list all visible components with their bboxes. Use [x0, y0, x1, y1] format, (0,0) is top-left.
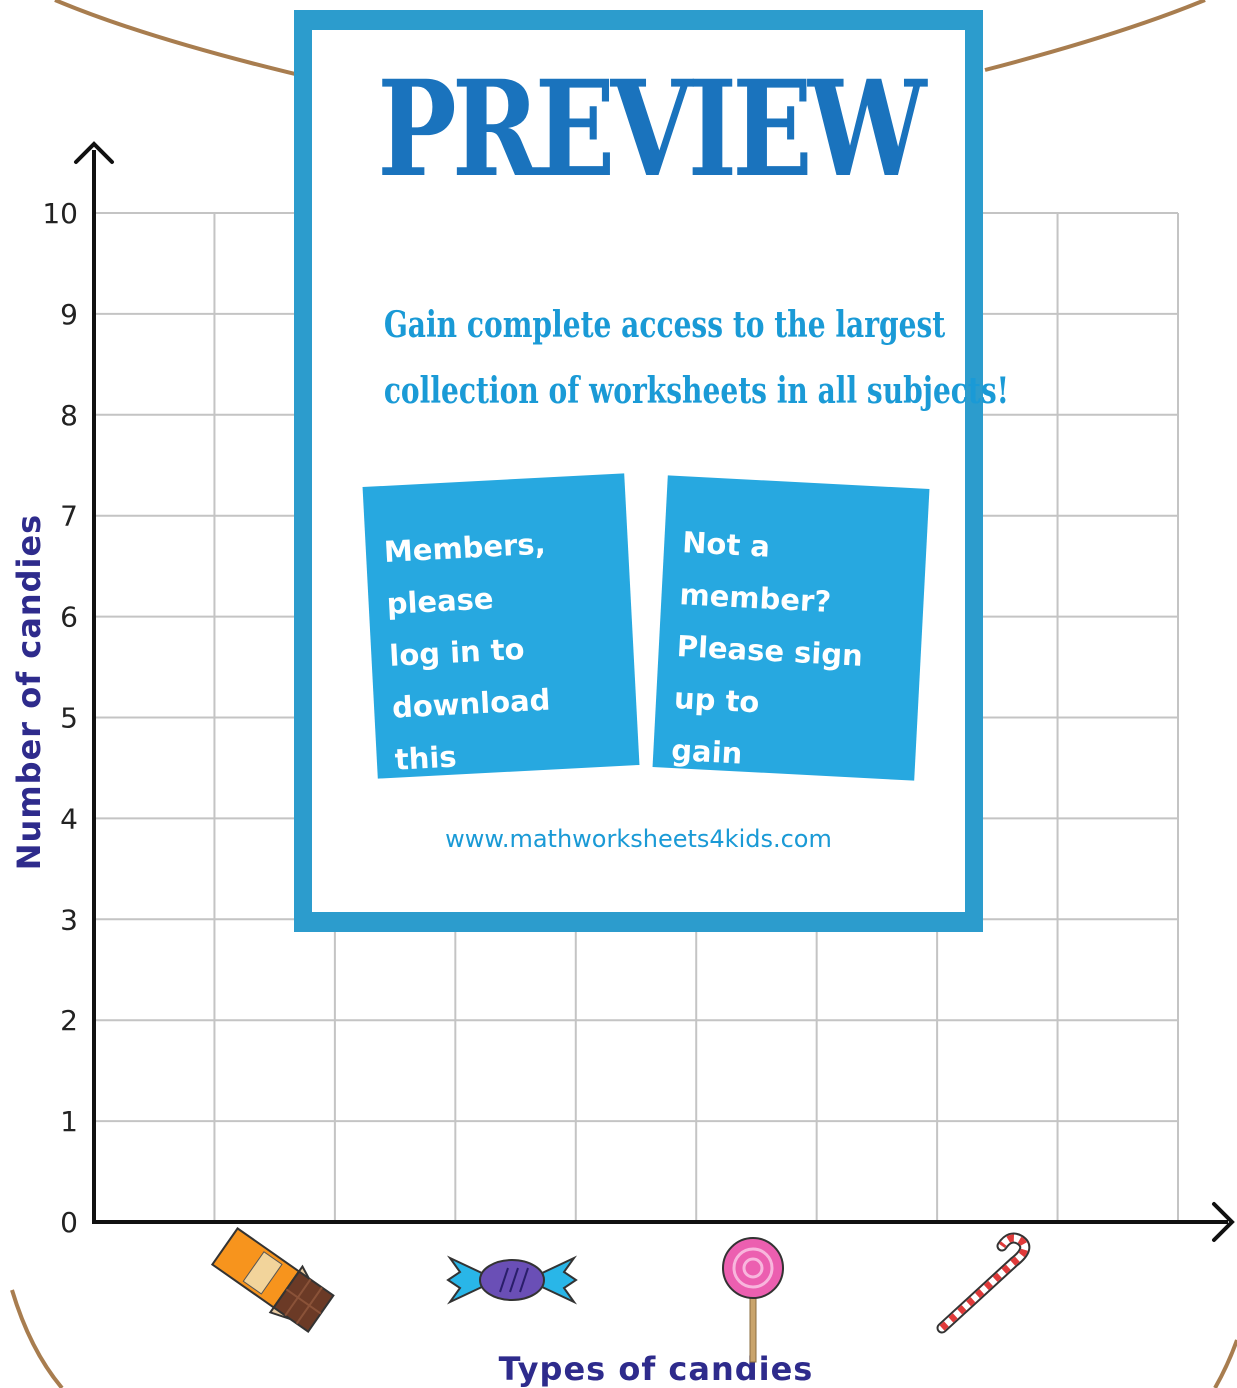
login-card[interactable]: Members, please log in to download this …: [362, 473, 640, 829]
y-tick-label: 6: [60, 601, 78, 634]
preview-message: Gain complete access to the largest coll…: [383, 292, 1010, 424]
preview-panel: PREVIEW Gain complete access to the larg…: [312, 30, 1010, 912]
preview-overlay: PREVIEW Gain complete access to the larg…: [294, 10, 1010, 932]
y-tick-label: 8: [60, 399, 78, 432]
signup-card-line: gain complete: [667, 732, 821, 827]
y-axis-arrow-icon: [74, 141, 114, 164]
signup-card[interactable]: Not a member? Please sign up to gain com…: [652, 475, 930, 877]
x-axis-arrow-icon: [1212, 1202, 1235, 1242]
y-tick-label: 2: [60, 1004, 78, 1037]
y-tick-label: 0: [60, 1206, 78, 1239]
y-tick-label: 10: [42, 197, 78, 230]
y-axis-label: Number of candies: [10, 514, 48, 870]
chocolate-bar-icon: [210, 1227, 335, 1333]
website-link[interactable]: www.mathworksheets4kids.com: [445, 825, 832, 853]
y-tick-label: 3: [60, 903, 78, 936]
lollipop-icon: [722, 1237, 784, 1363]
preview-message-line: Gain complete access to the largest: [383, 304, 946, 346]
decorative-border-bottom-left: [10, 1289, 64, 1388]
y-tick-labels: 0 1 2 3 4 5 6 7 8 9 10: [42, 197, 78, 1239]
signup-card-line: Please sign up to: [673, 629, 864, 720]
decorative-border-top-right: [984, 0, 1206, 72]
y-tick-label: 7: [60, 500, 78, 533]
x-axis-label: Types of candies: [499, 1350, 814, 1388]
y-tick-label: 4: [60, 802, 78, 835]
signup-card-line: Not a member?: [678, 525, 832, 620]
login-card-line: download this: [391, 682, 552, 777]
preview-title: PREVIEW: [377, 52, 926, 207]
y-tick-label: 9: [60, 298, 78, 331]
wrapped-candy-icon: [446, 1255, 578, 1305]
decorative-border-bottom-right: [1213, 1339, 1237, 1388]
decorative-border-top-left: [54, 0, 321, 82]
y-tick-label: 1: [60, 1105, 78, 1138]
preview-message-line: collection of worksheets in all subjects…: [383, 370, 1010, 412]
candy-cane-icon: [936, 1232, 1031, 1334]
login-card-line: Members, please: [383, 526, 547, 621]
y-tick-label: 5: [60, 702, 78, 735]
